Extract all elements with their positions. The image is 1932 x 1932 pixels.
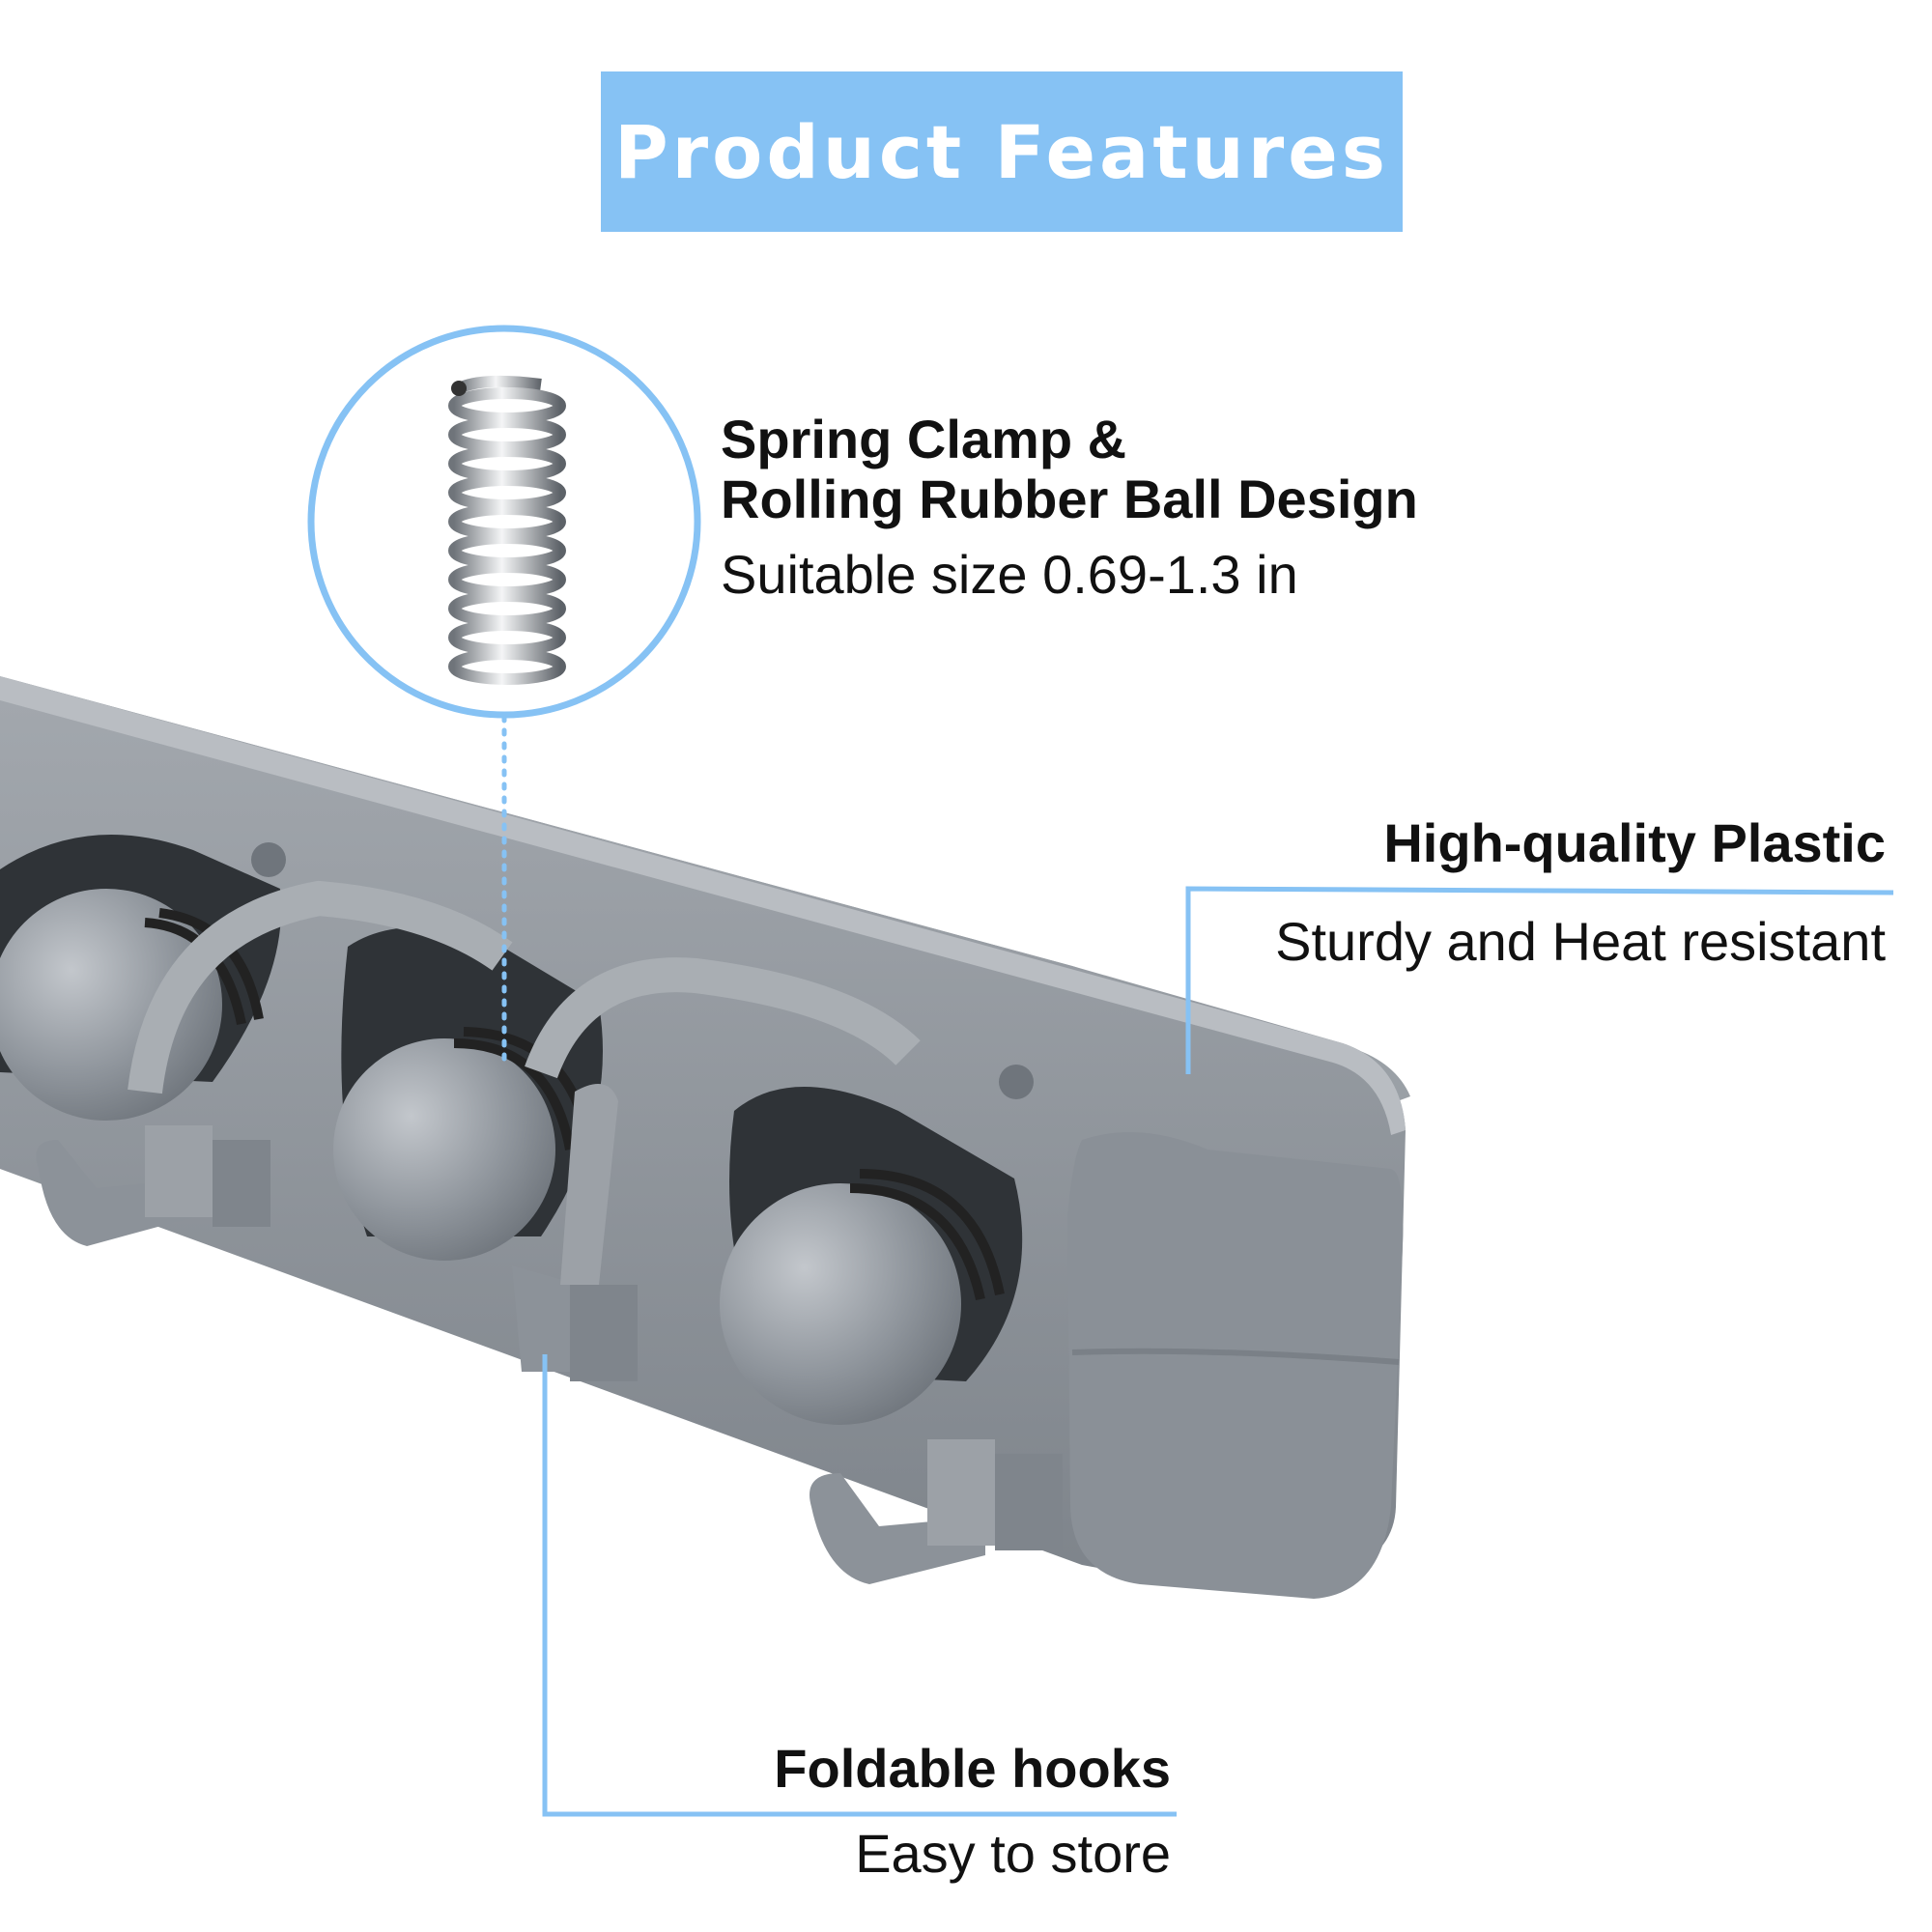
hooks-callout-line (542, 1354, 1177, 1817)
plastic-callout-line (1185, 886, 1894, 1074)
spring-icon (448, 375, 566, 685)
feature-description: Suitable size 0.69-1.3 in (721, 544, 1298, 605)
feature-plastic: High-quality Plastic Sturdy and Heat res… (1132, 813, 1886, 974)
hook-right (810, 1439, 1063, 1584)
feature-spring-clamp: Spring Clamp & Rolling Rubber Ball Desig… (721, 410, 1590, 607)
feature-description: Sturdy and Heat resistant (1275, 911, 1886, 972)
feature-description: Easy to store (855, 1823, 1171, 1884)
page-title: Product Features (613, 108, 1390, 195)
hook-middle (512, 1084, 638, 1381)
clamp-middle (128, 880, 603, 1261)
feature-title: Foldable hooks (774, 1738, 1171, 1799)
feature-foldable-hooks: Foldable hooks Easy to store (734, 1739, 1171, 1886)
hook-left (36, 1125, 270, 1246)
clamp-right (525, 957, 1034, 1425)
clamp-left (0, 835, 286, 1121)
feature-title: High-quality Plastic (1383, 812, 1886, 873)
title-banner: Product Features (601, 71, 1403, 232)
feature-title: Spring Clamp & (721, 409, 1127, 469)
feature-title: Rolling Rubber Ball Design (721, 469, 1418, 529)
spring-detail (307, 325, 701, 719)
